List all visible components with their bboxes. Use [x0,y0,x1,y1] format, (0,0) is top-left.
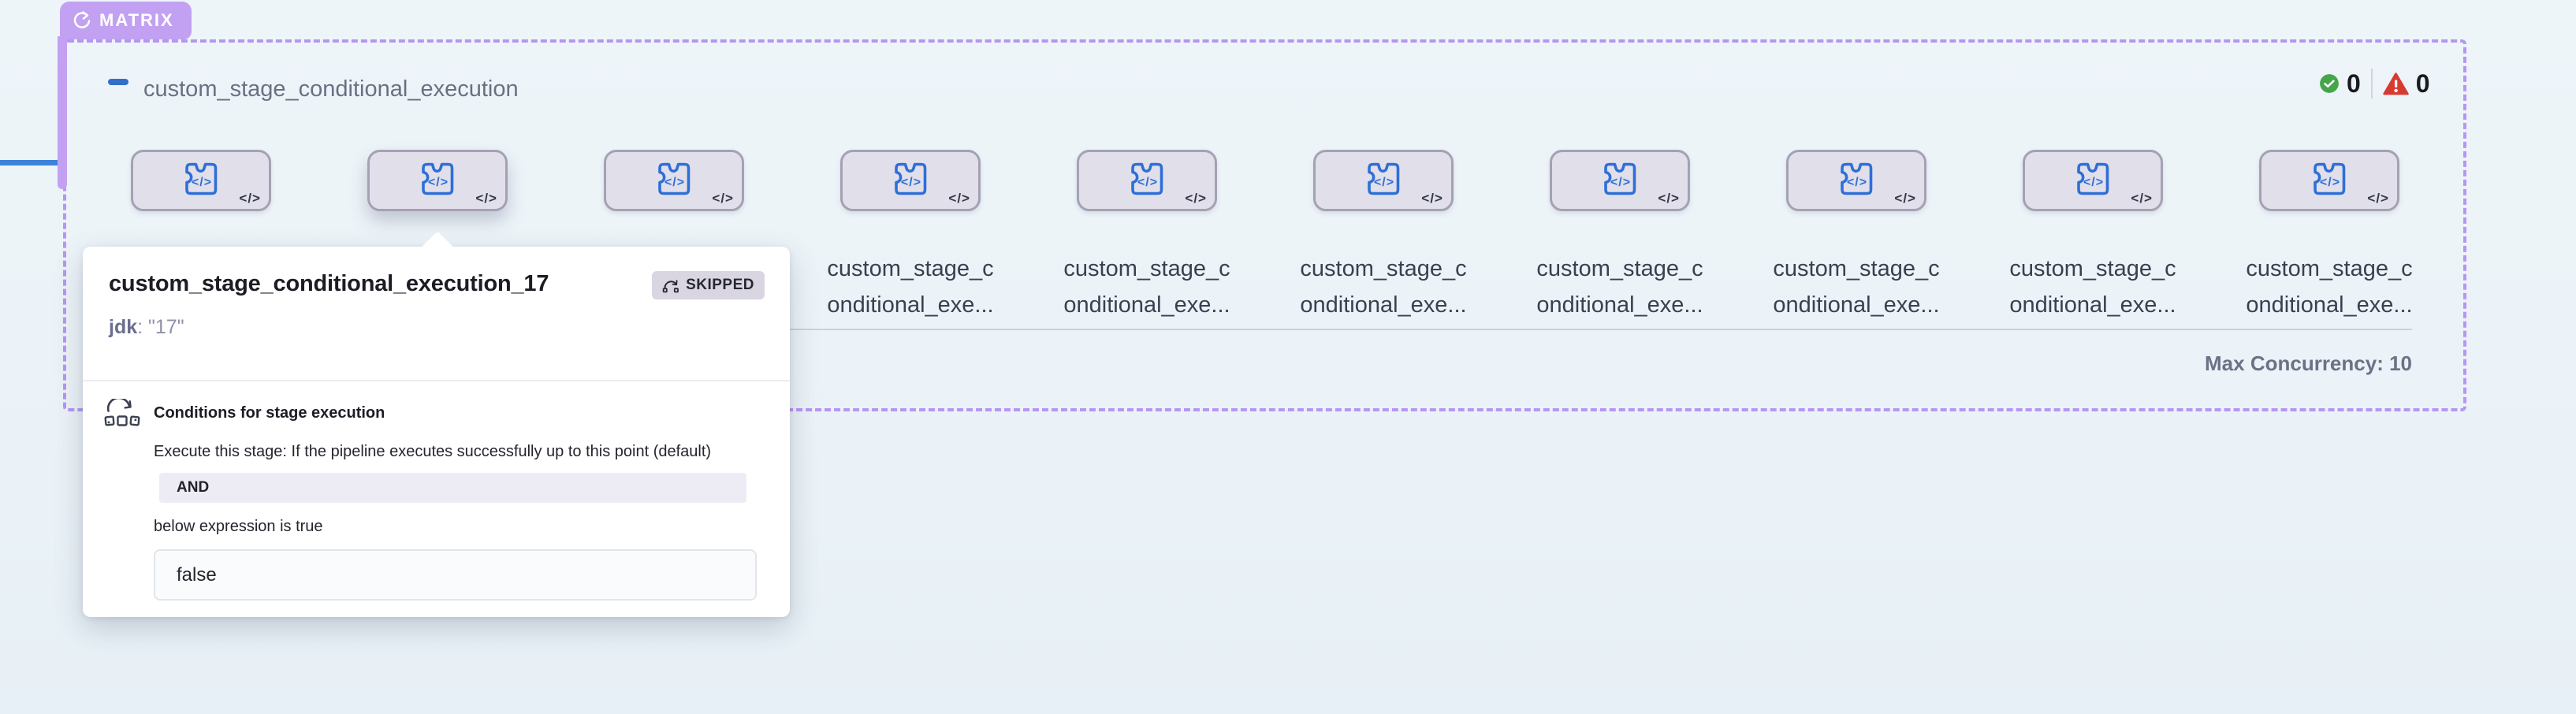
code-chevrons-icon: </> [239,191,261,206]
stage-node[interactable]: </> </> [1313,150,1454,211]
code-chevrons-icon: </> [712,191,734,206]
stage-column: </> </> custom_stage_c onditional_exe... [792,150,1029,323]
stage-column: </> </> custom_stage_c onditional_exe... [2211,150,2448,323]
stage-node[interactable]: </> </> [1786,150,1926,211]
code-chevrons-icon: </> [1658,191,1680,206]
loop-icon [73,11,91,28]
failed-count: 0 [2415,69,2430,98]
custom-stage-icon: </> [1368,162,1400,195]
svg-text:</>: </> [1847,176,1867,189]
svg-text:</>: </> [428,176,449,189]
stage-column: </> </> custom_stage_c onditional_exe... [1265,150,1502,323]
stage-node[interactable]: </> </> [840,150,981,211]
tooltip-stage-title: custom_stage_conditional_execution_17 [109,271,549,296]
tooltip-divider [83,380,790,381]
stage-label: custom_stage_c onditional_exe... [1773,256,1940,318]
svg-text:</>: </> [2320,176,2340,189]
matrix-badge[interactable]: MATRIX [60,2,192,39]
svg-text:</>: </> [192,176,212,189]
stage-node[interactable]: </> </> [2023,150,2163,211]
svg-text:</>: </> [1610,176,1631,189]
stage-label: custom_stage_c onditional_exe... [827,256,994,318]
skipped-icon [662,279,679,292]
stage-node[interactable]: </> </> [367,150,508,211]
stage-node[interactable]: </> </> [1550,150,1690,211]
stage-node[interactable]: </> </> [604,150,744,211]
conditional-execution-icon [104,399,140,426]
svg-text:</>: </> [1374,176,1394,189]
code-chevrons-icon: </> [2367,191,2389,206]
conditions-description: Execute this stage: If the pipeline exec… [154,443,712,460]
code-chevrons-icon: </> [948,191,970,206]
stage-column: </> </> custom_stage_c onditional_exe... [1029,150,1265,323]
success-count: 0 [2347,69,2361,98]
count-divider [2370,69,2373,99]
svg-text:</>: </> [664,176,685,189]
stage-node[interactable]: </> </> [1077,150,1217,211]
code-chevrons-icon: </> [475,191,497,206]
matrix-param: jdk: "17" [109,316,184,339]
status-summary: 0 0 [2319,69,2430,99]
stage-label: custom_stage_c onditional_exe... [2009,256,2176,318]
max-concurrency-label: Max Concurrency: 10 [2205,351,2412,375]
code-chevrons-icon: </> [2131,191,2153,206]
custom-stage-icon: </> [185,162,218,195]
matrix-stage-container [63,39,2466,411]
pipeline-connector-line [0,160,64,165]
custom-stage-icon: </> [2314,162,2346,195]
custom-stage-icon: </> [658,162,691,195]
collapse-minus-icon [108,79,128,85]
collapse-button[interactable] [105,73,132,91]
expression-note: below expression is true [154,518,323,535]
custom-stage-icon: </> [895,162,927,195]
stage-node[interactable]: </> </> [2259,150,2399,211]
custom-stage-icon: </> [2077,162,2109,195]
svg-text:</>: </> [2083,176,2104,189]
param-key: jdk [109,316,138,338]
warning-triangle-icon [2383,72,2409,95]
custom-stage-icon: </> [422,162,454,195]
custom-stage-icon: </> [1604,162,1636,195]
status-badge-label: SKIPPED [686,277,754,293]
stage-column: </> </> custom_stage_c onditional_exe... [1738,150,1975,323]
stage-label: custom_stage_c onditional_exe... [1300,256,1467,318]
custom-stage-icon: </> [1131,162,1163,195]
stage-node[interactable]: </> </> [131,150,271,211]
stage-column: </> </> custom_stage_c onditional_exe... [1502,150,1738,323]
code-chevrons-icon: </> [1894,191,1916,206]
success-check-icon [2320,74,2339,93]
matrix-badge-label: MATRIX [99,10,174,30]
footer-divider [85,329,2412,330]
matrix-stage-title: custom_stage_conditional_execution [143,76,519,102]
expression-value-field: false [154,549,757,601]
svg-text:</>: </> [901,176,921,189]
stage-label: custom_stage_c onditional_exe... [2246,256,2413,318]
param-value: : "17" [137,316,184,338]
operator-chip: AND [159,473,746,503]
code-chevrons-icon: </> [1185,191,1207,206]
stage-label: custom_stage_c onditional_exe... [1063,256,1230,318]
conditions-heading: Conditions for stage execution [154,404,385,422]
stage-label: custom_stage_c onditional_exe... [1536,256,1703,318]
svg-text:</>: </> [1137,176,1158,189]
matrix-badge-tab [58,36,67,189]
stage-tooltip: custom_stage_conditional_execution_17 SK… [83,231,790,617]
custom-stage-icon: </> [1841,162,1873,195]
code-chevrons-icon: </> [1421,191,1443,206]
status-badge: SKIPPED [652,271,765,299]
stage-column: </> </> custom_stage_c onditional_exe... [1975,150,2211,323]
